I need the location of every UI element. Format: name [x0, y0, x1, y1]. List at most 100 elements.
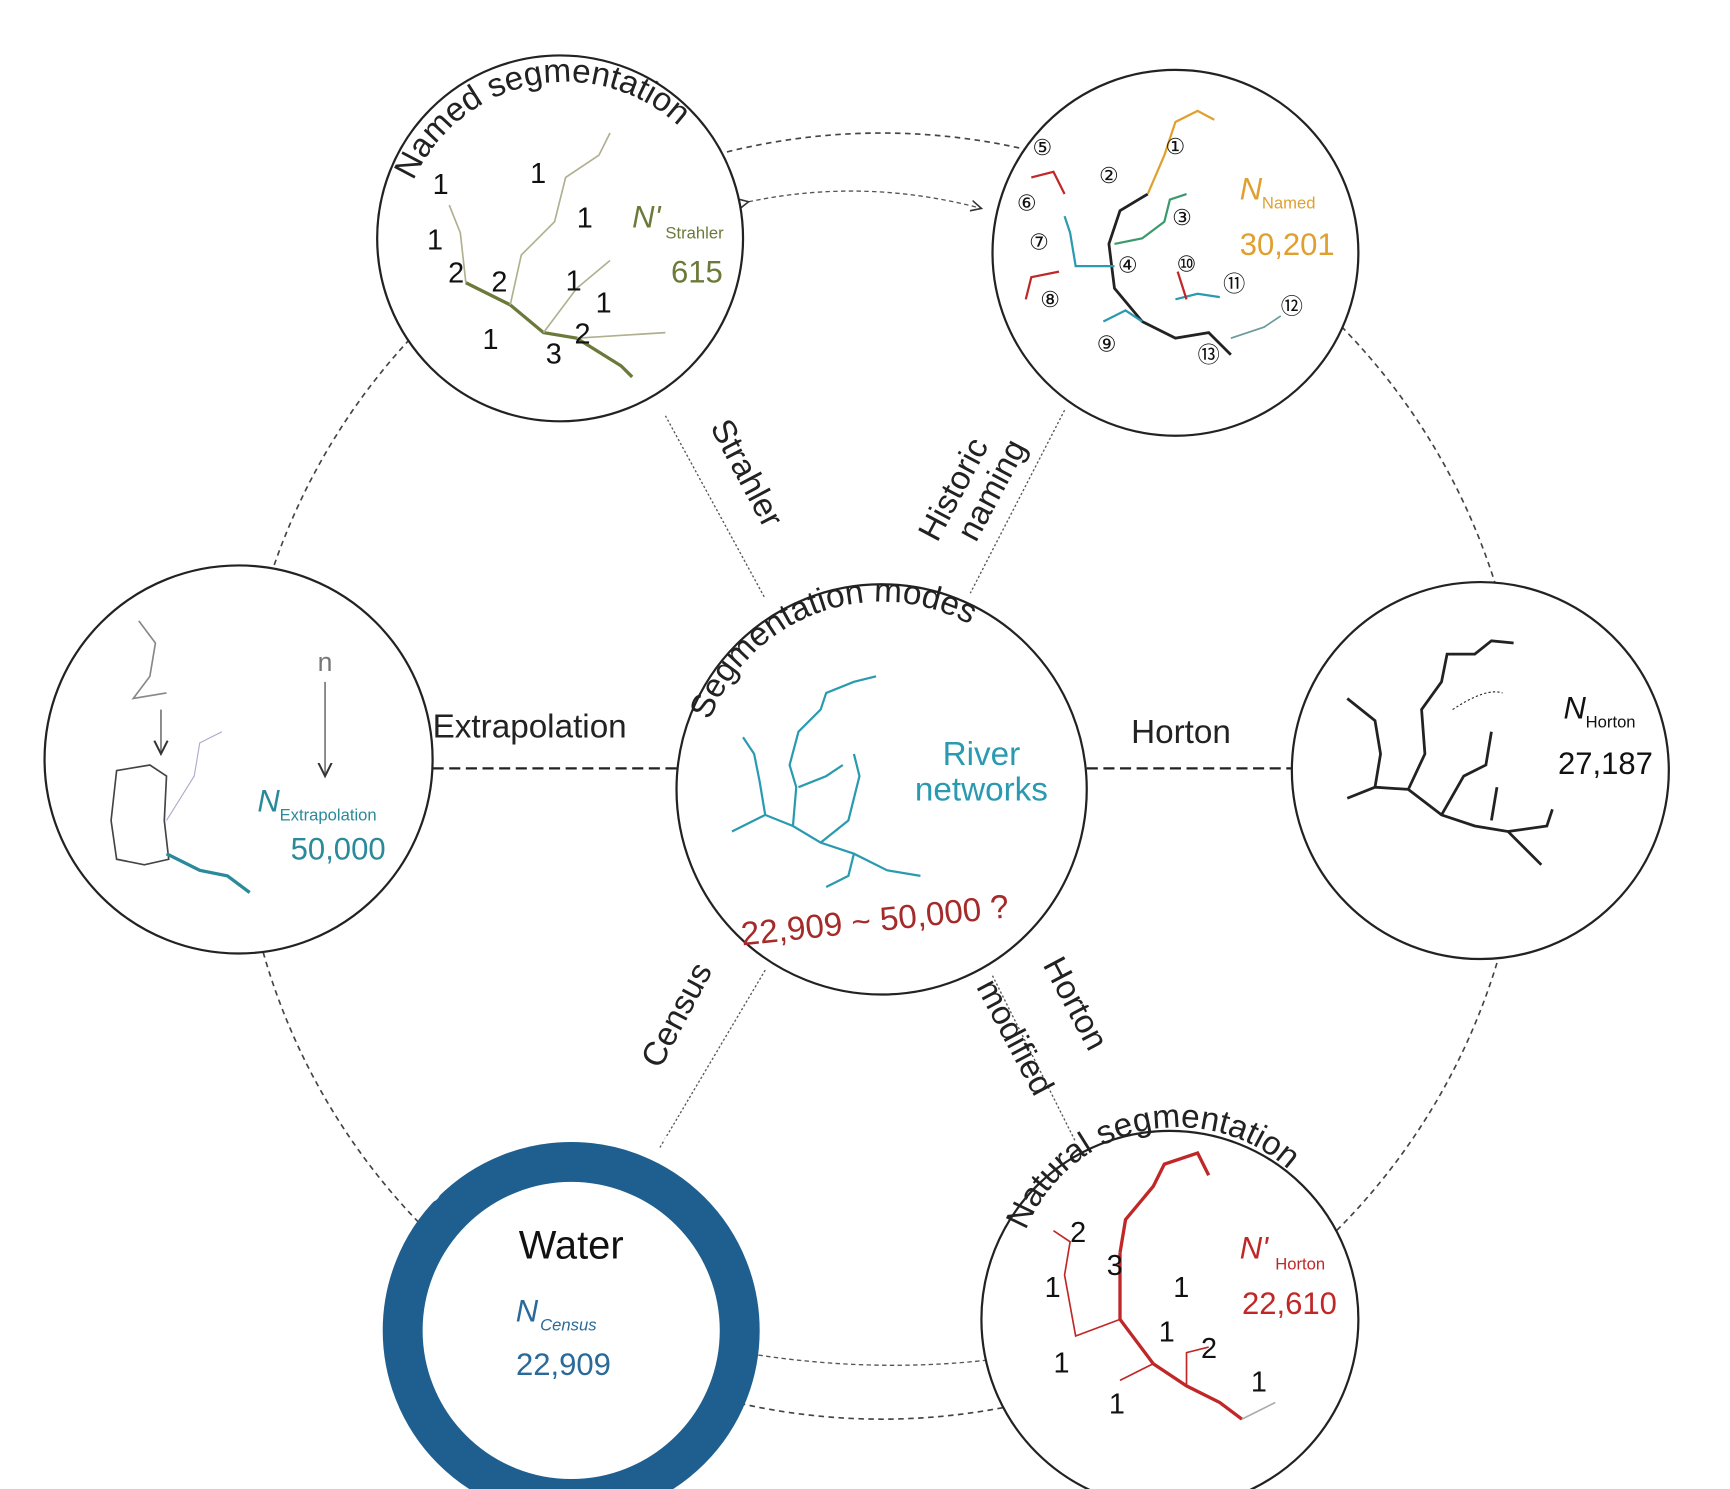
river-branch: [1119, 1362, 1154, 1382]
river-branch: [1176, 271, 1188, 300]
diagram-label: N: [1240, 172, 1263, 207]
diagram-label: 2: [1201, 1333, 1217, 1365]
census-node: China Census for Rivers 2013 Water N Cen…: [382, 1089, 760, 1489]
center-river: River: [943, 736, 1021, 773]
diagram-label: N: [516, 1294, 539, 1329]
diagram-label: Horton: [1586, 712, 1636, 731]
diagram-label: ⑪: [1223, 272, 1245, 297]
diagram-label: ③: [1172, 205, 1192, 230]
link-horton-modified-1: Horton: [1035, 951, 1115, 1056]
diagram-label: ⑩: [1177, 252, 1197, 277]
diagram-label: 1: [1173, 1272, 1189, 1304]
diagram-label: 1: [1251, 1366, 1267, 1398]
diagram-label: N': [632, 199, 661, 234]
link-horton: Horton: [1131, 714, 1231, 751]
diagram-label: 1: [577, 202, 593, 234]
diagram-label: Named: [1262, 193, 1316, 212]
diagram-label: Horton: [1275, 1254, 1325, 1273]
diagram-label: 1: [596, 288, 612, 320]
diagram-label: 1: [482, 324, 498, 356]
diagram-label: 1: [1045, 1272, 1061, 1304]
river-branch: [1063, 215, 1115, 268]
river-branch: [465, 281, 634, 379]
river-branch: [1107, 192, 1232, 356]
link-horton-modified-2: modified: [969, 973, 1061, 1101]
diagram-label: n: [318, 647, 333, 677]
diagram-label: 3: [546, 339, 562, 371]
diagram-label: ⑨: [1097, 331, 1117, 356]
diagram-label: Strahler: [665, 223, 724, 242]
diagram-label: 2: [448, 258, 464, 290]
named-segmentation-node: Named segmentation 1 1 1 1 2 2 1 1 1 2 3…: [376, 52, 745, 423]
diagram-label: 1: [1053, 1348, 1069, 1380]
river-branch: [1114, 192, 1187, 246]
river-branch: [1146, 109, 1215, 195]
diagram-label: ⑥: [1017, 191, 1037, 216]
river-branch: [1490, 786, 1499, 821]
river-branch: [1407, 639, 1514, 790]
river-branch: [1118, 1252, 1243, 1421]
diagram-label: 2: [575, 319, 591, 351]
river-branch: [542, 259, 611, 334]
diagram-label: 1: [566, 265, 582, 297]
river-branch: [1102, 309, 1143, 323]
diagram-label: 30,201: [1240, 227, 1335, 262]
river-branch: [509, 132, 611, 306]
diagram-label: 50,000: [291, 831, 386, 866]
diagram-label: 2: [1070, 1217, 1086, 1249]
river-branch: [1053, 1229, 1121, 1338]
spokes: [432, 190, 1296, 1366]
river-branch: [1118, 1151, 1211, 1254]
diagram-label: ⑧: [1040, 287, 1060, 312]
center-node: Segmentation modes River networks 22,909…: [675, 572, 1088, 996]
diagram-label: 27,187: [1558, 746, 1653, 781]
river-branch: [1346, 697, 1382, 788]
diagram-label: Census: [540, 1315, 596, 1334]
river-branch: [131, 620, 167, 700]
diagram-label: 3: [1107, 1250, 1123, 1282]
diagram-label: 1: [1109, 1389, 1125, 1421]
diagram-label: N': [1240, 1230, 1269, 1265]
river-branch: [448, 204, 467, 283]
extrapolation-node: n N Extrapolation 50,000: [43, 564, 434, 955]
diagram-label: 1: [427, 224, 443, 256]
diagram-label: ⑬: [1198, 343, 1220, 368]
diagram-label: ②: [1099, 163, 1119, 188]
river-branch: [788, 675, 877, 827]
diagram-label: 22,610: [1242, 1286, 1337, 1321]
river-branch: [1185, 1346, 1209, 1386]
river-branch: [1024, 270, 1060, 300]
diagram-label: 1: [1159, 1317, 1175, 1349]
diagram-label: 615: [671, 255, 723, 290]
diagram-label: 1: [530, 158, 546, 190]
river-branch: [166, 731, 223, 821]
diagram-label: ⑤: [1032, 135, 1052, 160]
river-branch: [1507, 808, 1554, 833]
river-branch: [825, 853, 855, 888]
river-branch: [1230, 315, 1282, 339]
diagram-label: ⑫: [1281, 294, 1303, 319]
diagram-label: 22,909: [516, 1347, 611, 1382]
river-branch: [1175, 292, 1220, 301]
horton-node: N Horton 27,187: [1290, 580, 1670, 961]
river-branch: [742, 736, 767, 816]
natural-segmentation-node: Natural segmentation 2 3 1 1 1 1 2 1 1 N…: [980, 1098, 1360, 1489]
link-extrapolation: Extrapolation: [433, 708, 627, 745]
diagram-label: ④: [1118, 253, 1138, 278]
diagram-label: N: [1563, 690, 1586, 725]
diagram-label: ⑦: [1029, 229, 1049, 254]
river-branch: [576, 331, 666, 339]
river-branch: [165, 852, 251, 894]
river-branch: [798, 764, 844, 789]
diagram-label: Water: [519, 1223, 624, 1267]
diagram-label: 2: [491, 267, 507, 299]
link-census: Census: [634, 957, 720, 1074]
river-branch: [1241, 1401, 1276, 1420]
diagram-label: Extrapolation: [280, 805, 377, 824]
named-rivers-node: ① ② ③ ④ ⑤ ⑥ ⑦ ⑧ ⑨ ⑩ ⑪ ⑫ ⑬ N Named 30,201: [991, 68, 1360, 437]
river-branch: [819, 753, 861, 844]
link-strahler: Strahler: [703, 413, 790, 533]
diagram-label: 1: [433, 169, 449, 201]
center-networks: networks: [915, 771, 1048, 808]
